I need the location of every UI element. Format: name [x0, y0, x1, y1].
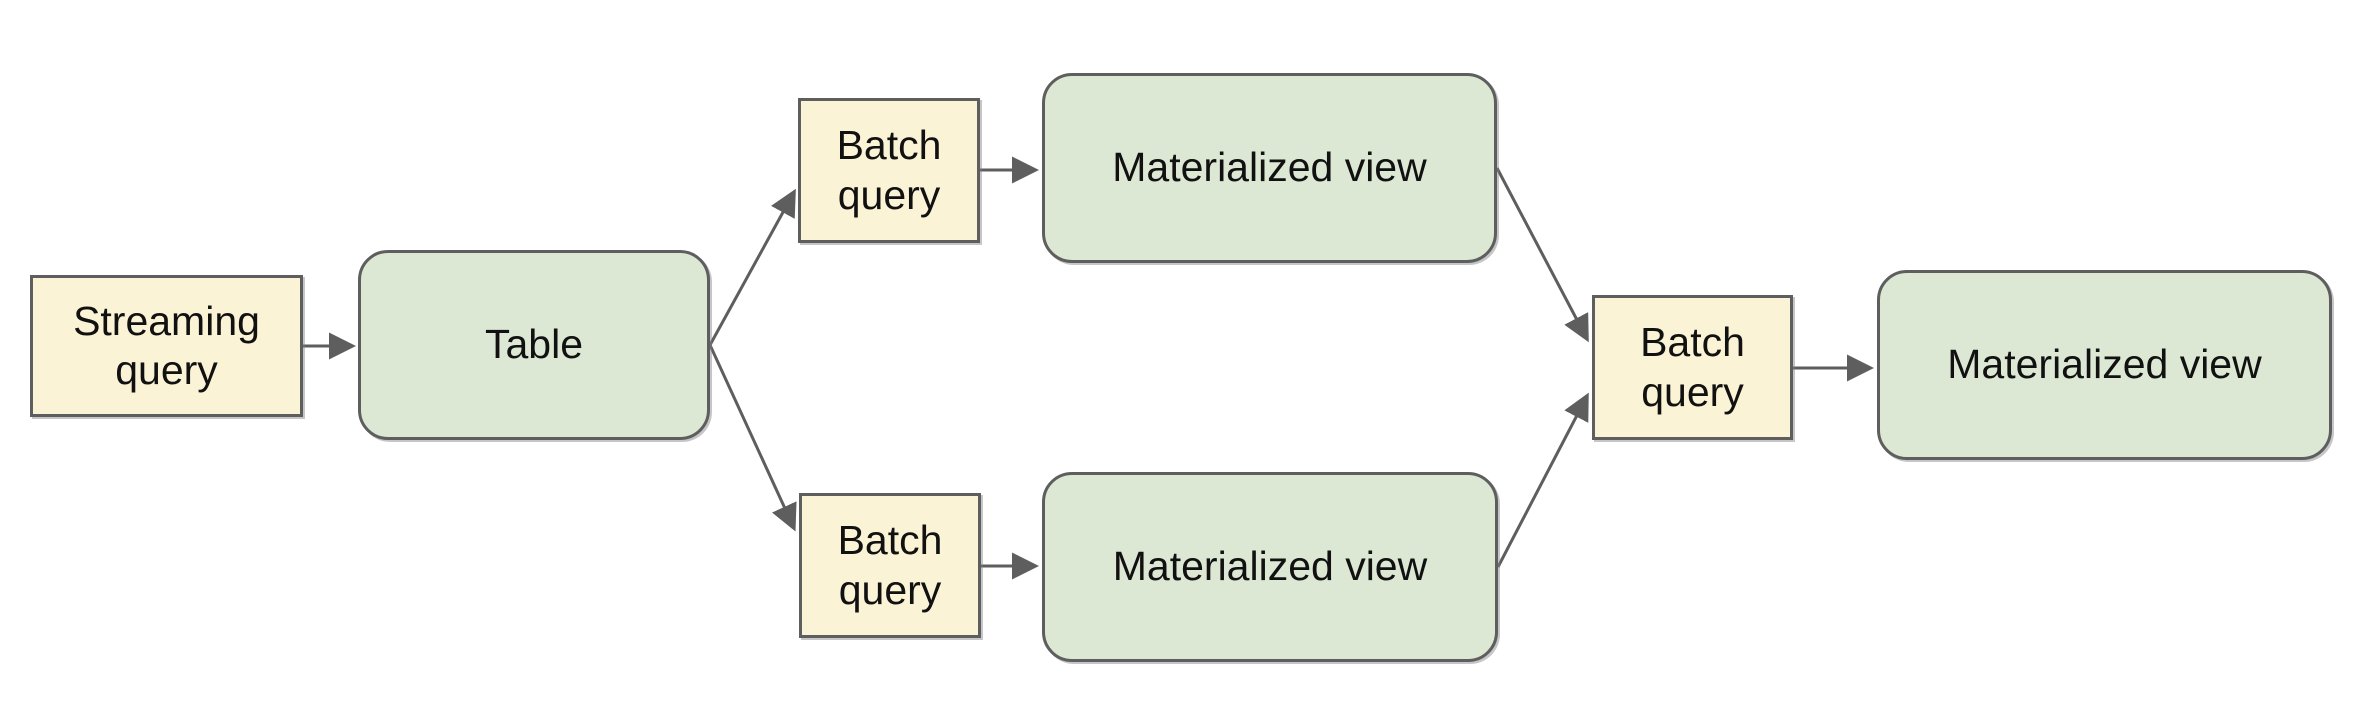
node-streaming-query-label: Streaming query	[73, 297, 260, 393]
edge-mv-top-to-batch-query-right	[1495, 167, 1589, 343]
node-materialized-view-right: Materialized view	[1877, 270, 2332, 460]
node-materialized-view-top-label: Materialized view	[1112, 144, 1427, 191]
edge-mv-bottom-to-batch-query-right	[1496, 392, 1589, 568]
node-batch-query-bottom-label: Batch query	[837, 517, 943, 613]
node-batch-query-right: Batch query	[1592, 295, 1793, 440]
node-materialized-view-top: Materialized view	[1042, 73, 1497, 263]
node-table-label: Table	[484, 321, 583, 368]
node-materialized-view-bottom: Materialized view	[1042, 472, 1498, 662]
node-batch-query-top-label: Batch query	[836, 122, 942, 218]
node-batch-query-top: Batch query	[798, 98, 980, 243]
node-batch-query-right-label: Batch query	[1640, 319, 1745, 415]
edge-table-to-batch-query-bottom	[708, 344, 797, 532]
node-streaming-query: Streaming query	[30, 275, 303, 417]
edge-table-to-batch-query-top	[708, 188, 796, 346]
node-materialized-view-right-label: Materialized view	[1947, 341, 2262, 388]
node-materialized-view-bottom-label: Materialized view	[1112, 543, 1428, 590]
node-batch-query-bottom: Batch query	[799, 493, 981, 638]
node-table: Table	[358, 250, 710, 440]
